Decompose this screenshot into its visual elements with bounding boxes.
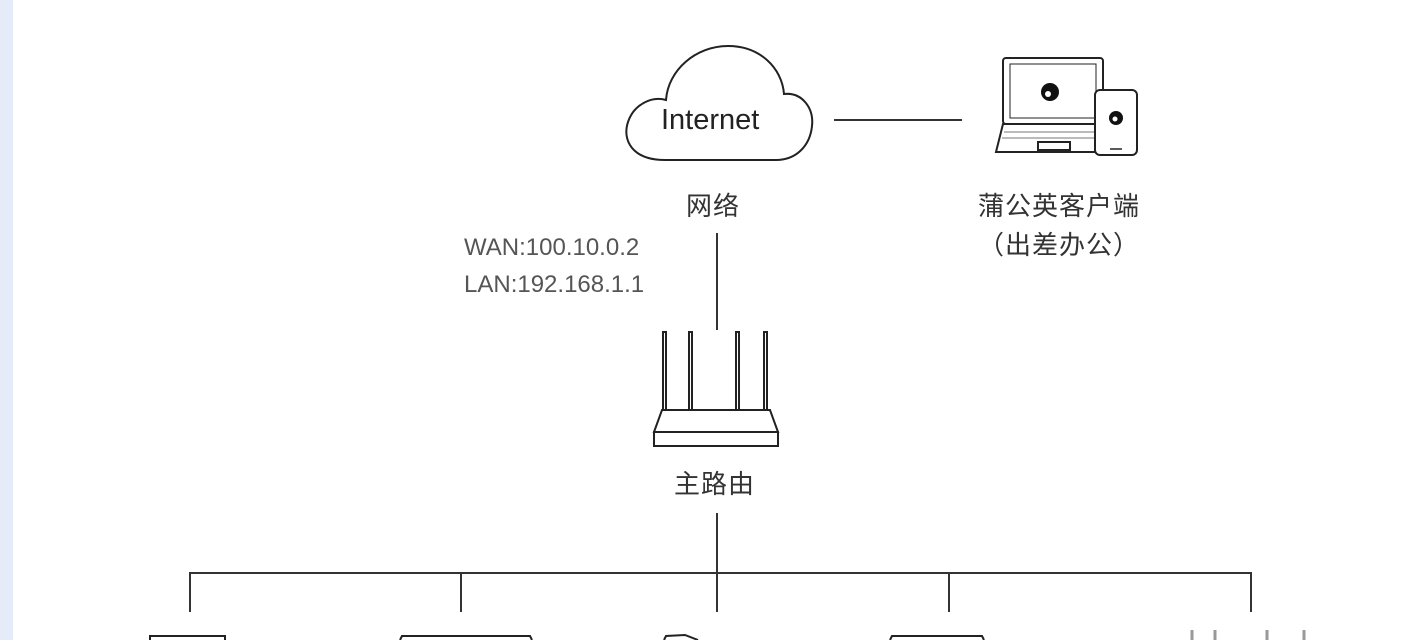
device-5-router-icon (1190, 630, 1306, 640)
device-4-icon (889, 635, 985, 640)
network-label: 网络 (686, 192, 741, 222)
laptop-phone-icon (994, 57, 1138, 156)
router-lan-address: LAN:192.168.1.1 (464, 271, 645, 298)
internet-cloud-icon (625, 44, 814, 161)
device-2-icon (399, 635, 533, 640)
page-side-strip (0, 0, 13, 640)
cloud-text: Internet (661, 104, 760, 136)
main-router-label: 主路由 (674, 470, 756, 500)
client-label-line1: 蒲公英客户端 (978, 192, 1141, 222)
client-label-line2: （出差办公） (978, 231, 1141, 261)
device-1-icon (149, 635, 226, 640)
router-wan-address: WAN:100.10.0.2 (464, 234, 640, 261)
device-3-icon (663, 633, 699, 640)
main-router-icon (652, 331, 780, 447)
